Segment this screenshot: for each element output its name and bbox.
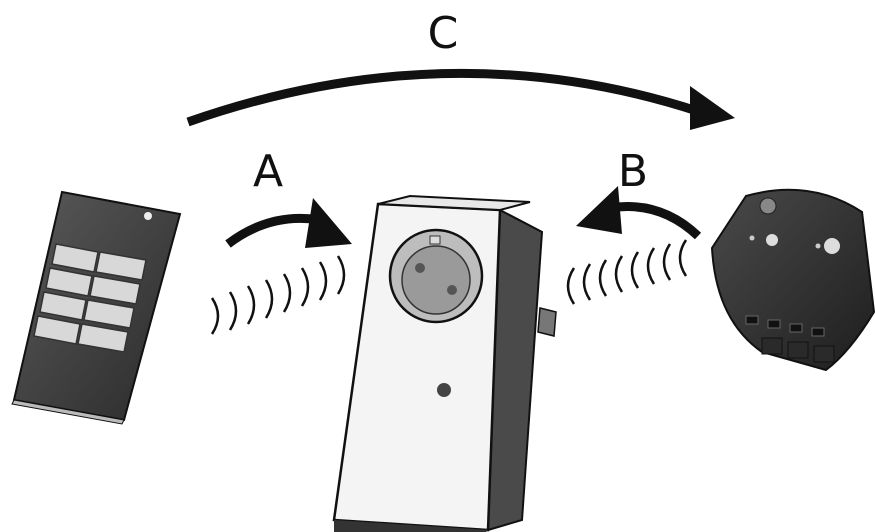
radio-waves-module [566,239,688,305]
label-c: C [428,8,459,59]
arrow-a [225,198,352,248]
remote-icon [11,190,182,425]
radio-waves-remote [210,255,346,335]
arrow-c [186,68,735,130]
remote-buttons [33,243,147,353]
arrow-b [576,186,702,240]
label-b: B [618,146,648,197]
label-a: A [253,146,283,197]
flush-module-icon [710,188,875,372]
socket-plug-icon [332,194,557,532]
